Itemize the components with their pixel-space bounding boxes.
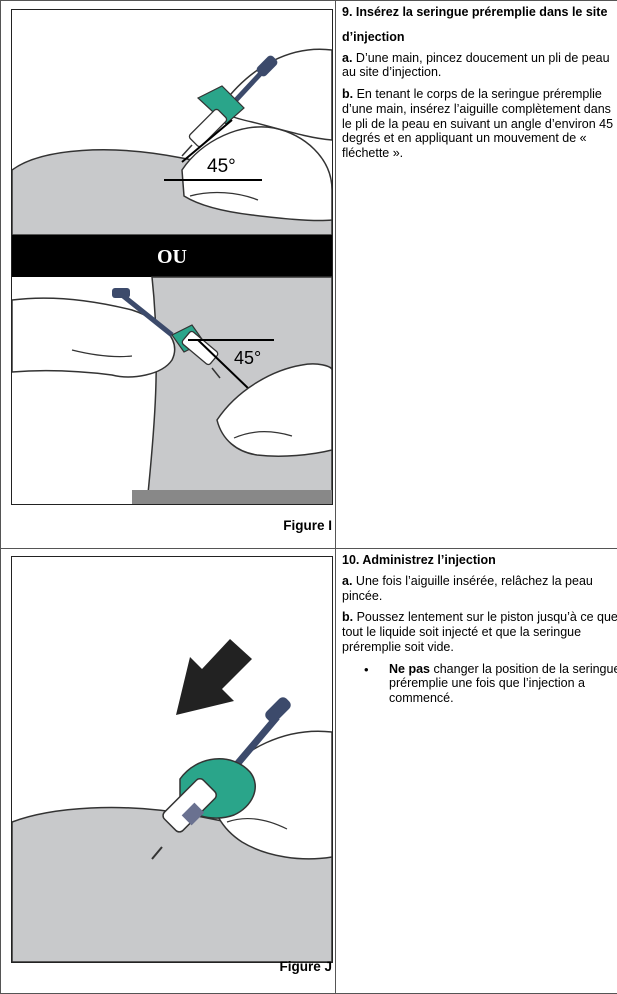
step-9-title-line1: 9. Insérez la seringue préremplie dans l… xyxy=(342,5,607,19)
step-10-title: 10. Administrez l’injection xyxy=(342,553,617,568)
step-10-b: b. Poussez lentement sur le piston jusqu… xyxy=(342,610,617,654)
step-10-text-cell: 10. Administrez l’injection a. Une fois … xyxy=(336,549,617,994)
figure-j-caption: Figure J xyxy=(279,959,332,974)
or-label: OU xyxy=(157,246,187,268)
step-9-title-cont: d’injection xyxy=(342,30,617,45)
step-10-a: a. Une fois l’aiguille insérée, relâchez… xyxy=(342,574,617,604)
step-10-a-label: a. xyxy=(342,574,352,588)
step-9-row: 45° OU xyxy=(1,1,617,549)
angle-label-top: 45° xyxy=(207,156,236,177)
bullet-content: Ne pas changer la position de la seringu… xyxy=(389,662,617,706)
step-10-b-text: Poussez lentement sur le piston jusqu’à … xyxy=(342,610,617,654)
step-9-b-label: b. xyxy=(342,87,353,101)
step-9-text-cell: 9. Insérez la seringue préremplie dans l… xyxy=(336,1,617,549)
figure-j-illustration xyxy=(12,557,332,962)
holding-hand-bottom xyxy=(12,298,175,377)
step-9-a: a. D’une main, pincez doucement un pli d… xyxy=(342,51,617,81)
step-10-bullet: • Ne pas changer la position de la serin… xyxy=(364,662,617,706)
bullet-dot: • xyxy=(364,662,389,706)
step-9-b-text: En tenant le corps de la seringue prérem… xyxy=(342,87,613,160)
angle-label-bottom: 45° xyxy=(234,348,261,368)
figure-j-frame xyxy=(11,556,333,963)
step-9-a-text: D’une main, pincez doucement un pli de p… xyxy=(342,51,610,80)
step-9-a-label: a. xyxy=(342,51,352,65)
figure-j-cell: Figure J xyxy=(1,549,336,994)
push-arrow-icon xyxy=(176,639,252,715)
step-10-row: Figure J 10. Administrez l’injection a. … xyxy=(1,549,617,994)
figure-i-frame: 45° OU xyxy=(11,9,333,505)
step-10-a-text: Une fois l’aiguille insérée, relâchez la… xyxy=(342,574,593,603)
bullet-bold: Ne pas xyxy=(389,662,430,676)
step-9-b: b. En tenant le corps de la seringue pré… xyxy=(342,87,617,161)
figure-i-illustration: 45° OU xyxy=(12,10,332,504)
step-9-title: 9. Insérez la seringue préremplie dans l… xyxy=(342,5,617,20)
step-10-b-label: b. xyxy=(342,610,353,624)
garment-bottom xyxy=(132,490,332,504)
figure-i-caption: Figure I xyxy=(283,518,332,533)
figure-i-cell: 45° OU xyxy=(1,1,336,549)
